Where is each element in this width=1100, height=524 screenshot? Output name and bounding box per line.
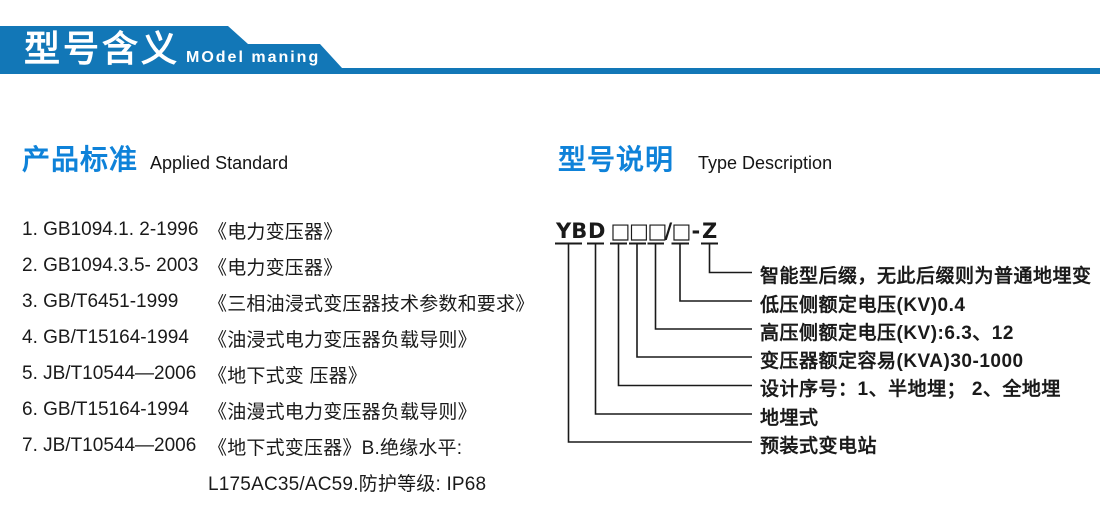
standard-item-desc: 《地下式变 压器》 (208, 365, 368, 387)
standard-item-code: 7. JB/T10544—2006 (22, 435, 197, 456)
model-label-buried-type: 地埋式 (760, 407, 819, 429)
standard-item: 2. GB1094.3.5- 2003 《电力变压器》 (22, 248, 562, 284)
standard-item: 3. GB/T6451-1999 《三相油浸式变压器技术参数和要求》 (22, 284, 562, 320)
standards-heading-en: Applied Standard (150, 153, 289, 173)
model-label-smart-suffix: 智能型后缀，无此后缀则为普通地埋变 (760, 266, 1092, 287)
code-placeholder-box: □ (648, 219, 668, 243)
standard-item-code: 3. GB/T6451-1999 (22, 291, 179, 312)
banner-polygon (0, 26, 1100, 74)
standard-item-code: 1. GB1094.1. 2-1996 (22, 219, 199, 240)
model-label-design-serial: 设计序号：1、半地埋； 2、全地埋 (760, 379, 1061, 400)
connector-box4 (679, 243, 752, 302)
connector-box2 (636, 243, 752, 358)
connector-z (708, 243, 752, 274)
banner-shape (0, 26, 1100, 74)
model-heading-en: Type Description (698, 153, 833, 173)
code-placeholder-box: □ (611, 219, 631, 243)
standard-item-code: 6. GB/T15164-1994 (22, 399, 189, 420)
standard-item-code: 4. GB/T15164-1994 (22, 327, 189, 348)
standard-item-continuation: L175AC35/AC59.防护等级: IP68 (22, 464, 562, 500)
standard-item: 1. GB1094.1. 2-1996 《电力变压器》 (22, 212, 562, 248)
standard-item: 4. GB/T15164-1994 《油浸式电力变压器负载导则》 (22, 320, 562, 356)
connector-box1 (617, 243, 752, 387)
model-label-hv-voltage: 高压侧额定电压(KV):6.3、12 (760, 322, 1014, 344)
standard-item-desc: 《电力变压器》 (208, 221, 343, 243)
model-heading-zh: 型号说明 (558, 144, 675, 175)
standards-heading: 产品标准 Applied Standard (22, 138, 288, 178)
standard-item-desc: 《电力变压器》 (208, 257, 343, 279)
banner-subtitle: MOdel maning (186, 49, 321, 66)
standard-item: 6. GB/T15164-1994 《油漫式电力变压器负载导则》 (22, 392, 562, 428)
connector-lines (567, 243, 752, 443)
standard-item-code: 2. GB1094.3.5- 2003 (22, 255, 199, 276)
standard-item-desc: 《地下式变压器》B.绝缘水平: (208, 437, 463, 459)
code-segment-d: D (588, 219, 605, 243)
connector-box3 (654, 243, 752, 330)
model-label-prefab-substation: 预装式变电站 (760, 435, 878, 457)
standards-heading-zh: 产品标准 (22, 144, 139, 175)
model-label-lv-voltage: 低压侧额定电压(KV)0.4 (760, 294, 966, 316)
model-heading: 型号说明 Type Description (558, 138, 832, 178)
model-code-segments: YB D □ □ □ / □ - Z (555, 219, 717, 243)
model-label-rated-capacity: 变压器额定容易(KVA)30-1000 (760, 350, 1024, 372)
standard-item: 5. JB/T10544—2006 《地下式变 压器》 (22, 356, 562, 392)
standard-item-desc: L175AC35/AC59.防护等级: IP68 (208, 473, 487, 495)
standard-item-desc: 《油浸式电力变压器负载导则》 (208, 329, 477, 351)
standard-item-code: 5. JB/T10544—2006 (22, 363, 197, 384)
code-segment-dash: - (692, 219, 701, 243)
standard-item-desc: 《油漫式电力变压器负载导则》 (208, 401, 477, 423)
code-segment-slash: / (665, 219, 673, 243)
code-placeholder-box: □ (672, 219, 692, 243)
banner-title: 型号含义 (24, 28, 181, 69)
standard-item: 7. JB/T10544—2006 《地下式变压器》B.绝缘水平: (22, 428, 562, 464)
connector-yb (567, 243, 752, 443)
code-placeholder-box: □ (629, 219, 649, 243)
standards-list: 1. GB1094.1. 2-1996 《电力变压器》 2. GB1094.3.… (22, 212, 562, 500)
code-segment-z: Z (702, 219, 717, 243)
standard-item-desc: 《三相油浸式变压器技术参数和要求》 (208, 293, 535, 315)
connector-d (594, 243, 752, 415)
